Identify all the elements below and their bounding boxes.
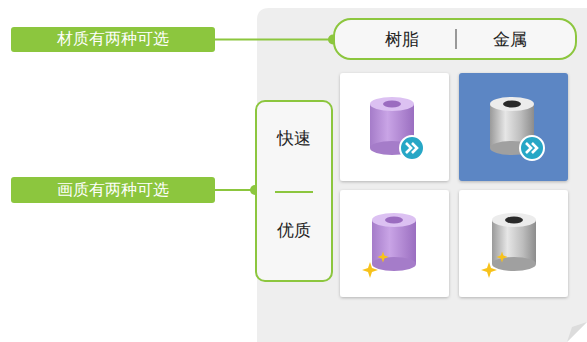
quality-selector: 快速优质	[255, 100, 333, 282]
leader-line	[215, 185, 260, 195]
divider	[455, 29, 457, 49]
leader-line	[215, 35, 338, 45]
option-text: 材质有两种可选	[57, 29, 169, 50]
option-text: 金属	[493, 28, 527, 51]
option-text: 快速	[277, 126, 311, 149]
option-text: 优质	[277, 219, 311, 242]
callout-label: 材质有两种可选	[11, 27, 215, 52]
option-text: 树脂	[385, 28, 419, 51]
option-text: 画质有两种可选	[57, 180, 169, 201]
divider	[275, 191, 313, 193]
material-selector: 树脂 金属	[333, 18, 577, 60]
callout-label: 画质有两种可选	[11, 177, 215, 203]
